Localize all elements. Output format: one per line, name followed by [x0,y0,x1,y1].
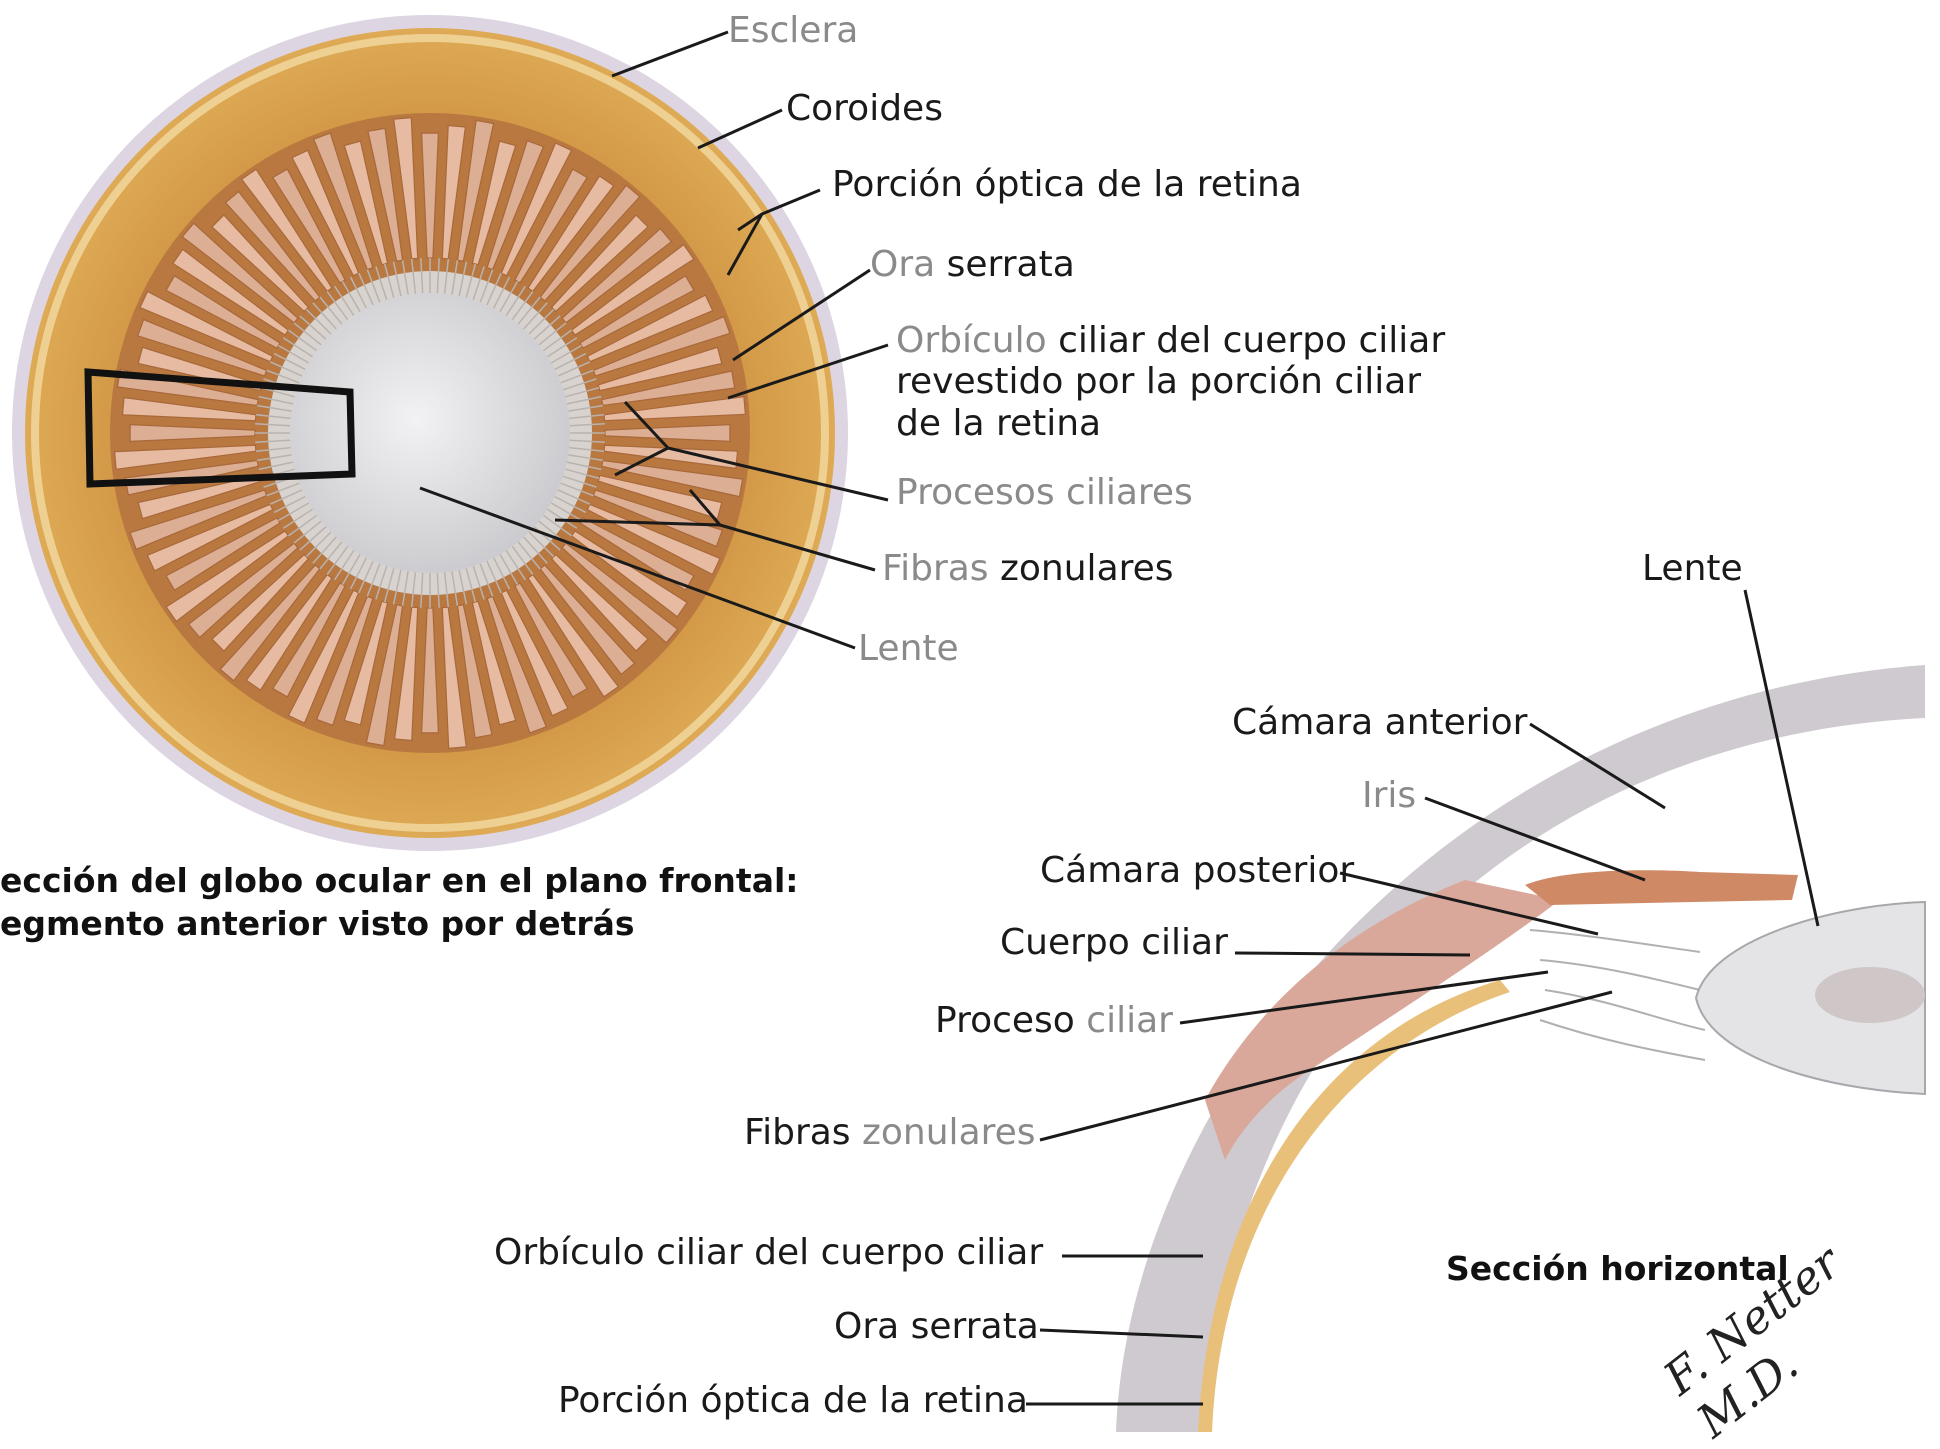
frontal-caption: ección del globo ocular en el plano fron… [0,860,798,946]
label-porcion-optica-h: Porción óptica de la retina [558,1380,1028,1421]
label-orbiculo-ciliar: Orbículo ciliar del cuerpo ciliar revest… [896,320,1445,444]
label-lente-horizontal: Lente [1642,548,1743,589]
label-procesos-ciliares: Procesos ciliares [896,472,1193,513]
horizontal-caption: Sección horizontal [1446,1248,1789,1291]
label-ora-serrata: Ora serrata [870,244,1075,285]
label-iris: Iris [1362,775,1416,816]
label-fibras-zonulares: Fibras zonulares [882,548,1174,589]
label-cuerpo-ciliar: Cuerpo ciliar [1000,922,1228,963]
label-camara-posterior: Cámara posterior [1040,850,1354,891]
label-esclera: Esclera [728,10,858,51]
label-coroides: Coroides [786,88,943,129]
lens [290,293,570,573]
label-lente-frontal: Lente [858,628,959,669]
label-camara-anterior: Cámara anterior [1232,702,1527,743]
horizontal-iris [1525,870,1798,905]
label-porcion-optica: Porción óptica de la retina [832,164,1302,205]
label-fibras-zonulares-h: Fibras zonulares [744,1112,1036,1153]
label-proceso-ciliar: Proceso ciliar [935,1000,1173,1041]
label-orbiculo-h: Orbículo ciliar del cuerpo ciliar [494,1232,1043,1273]
horizontal-zonules [1530,930,1705,1060]
frontal-eye [12,15,888,851]
label-ora-h: Ora serrata [834,1306,1039,1347]
